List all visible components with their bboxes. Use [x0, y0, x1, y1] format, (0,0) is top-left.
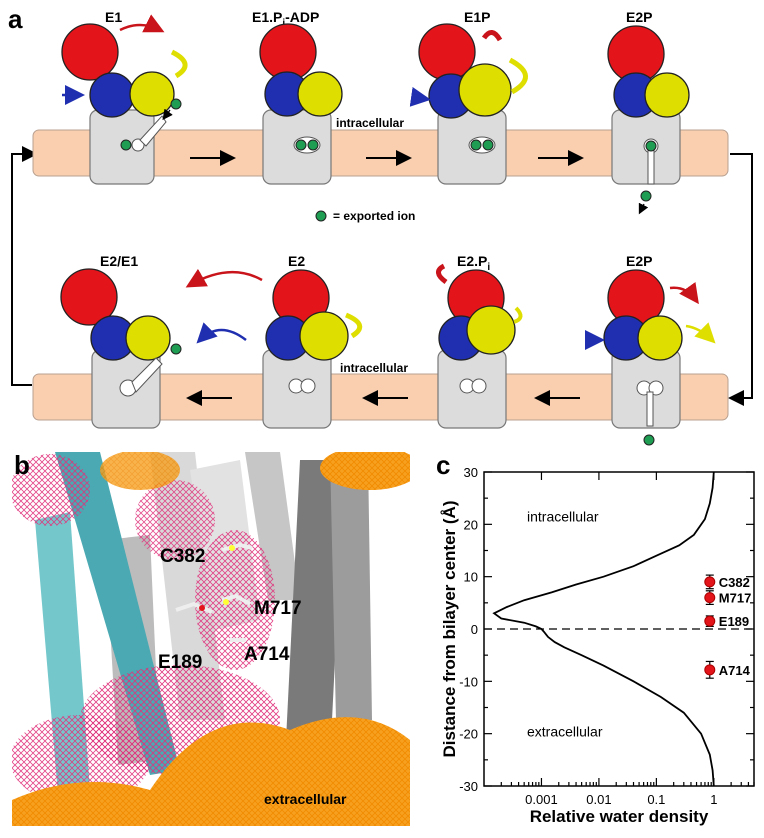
state-label: E2P: [626, 9, 652, 25]
x-axis-label: Relative water density: [530, 807, 709, 826]
y-tick-label: -10: [459, 674, 478, 689]
state-e1: E1: [61, 9, 188, 185]
panel-b-structure: b C382 M717 A714 E189 extracellular: [12, 450, 410, 826]
data-point: [704, 664, 716, 676]
y-tick-label: -30: [459, 779, 478, 794]
panel-b-label: b: [14, 450, 30, 480]
data-point-label: A714: [719, 663, 751, 678]
state-e1p: E1P: [409, 9, 528, 185]
y-tick-label: 10: [464, 570, 478, 585]
legend-ion-marker: [315, 210, 327, 222]
data-point: [704, 576, 716, 588]
state-e2-e1: E2/E1: [60, 253, 182, 429]
membrane-top: [32, 129, 729, 177]
data-point: [704, 592, 716, 604]
state-label: E1.Pi-ADP: [252, 9, 319, 29]
region-label-intracellular: intracellular: [527, 509, 599, 525]
x-tick-label: 0.01: [586, 792, 611, 807]
data-point-label: C382: [719, 575, 750, 590]
region-label-extracellular: extracellular: [527, 723, 603, 739]
state-label: E2/E1: [100, 253, 138, 269]
cycle-left-connector: [11, 153, 32, 386]
y-tick-label: 30: [464, 465, 478, 480]
legend-text: = exported ion: [333, 209, 415, 223]
state-label: E2: [288, 253, 305, 269]
data-point-label: E189: [719, 614, 749, 629]
state-label: E1P: [464, 9, 490, 25]
y-tick-label: 20: [464, 517, 478, 532]
residue-label-a714: A714: [244, 644, 290, 665]
state-e2-pi: E2.Pi: [436, 253, 523, 429]
x-tick-label: 1: [710, 792, 717, 807]
membrane-label-bottom: intracellular: [340, 361, 408, 375]
state-e2p-bottom: E2P: [585, 253, 716, 446]
state-e1-pi-adp: E1.Pi-ADP: [252, 9, 343, 185]
data-point-label: M717: [719, 591, 752, 606]
x-tick-label: 0.001: [525, 792, 558, 807]
water-density-chart: -30 -20 -10 0 10 20 30 0.001 0.01 0.1 1 intracellul…: [440, 465, 755, 826]
y-axis-label: Distance from bilayer center (Å): [440, 501, 459, 758]
panel-c-label: c: [436, 450, 450, 480]
residue-label-m717: M717: [254, 598, 302, 619]
state-label: E2.Pi: [457, 253, 490, 273]
state-label: E2P: [626, 253, 652, 269]
x-tick-label: 0.1: [647, 792, 665, 807]
panel-a-label: a: [8, 4, 23, 34]
water-density-curve: [492, 471, 715, 787]
cycle-right-connector: [728, 153, 753, 406]
y-tick-label: -20: [459, 727, 478, 742]
state-e2p-top: E2P: [607, 9, 690, 215]
state-e2: E2: [185, 253, 363, 429]
residue-label-e189: E189: [158, 652, 202, 673]
membrane-label-top: intracellular: [336, 116, 404, 130]
residue-label-c382: C382: [160, 546, 205, 567]
state-label: E1: [105, 9, 122, 25]
data-point: [704, 615, 716, 627]
region-label-extracellular: extracellular: [264, 791, 347, 807]
y-tick-label: 0: [471, 622, 478, 637]
